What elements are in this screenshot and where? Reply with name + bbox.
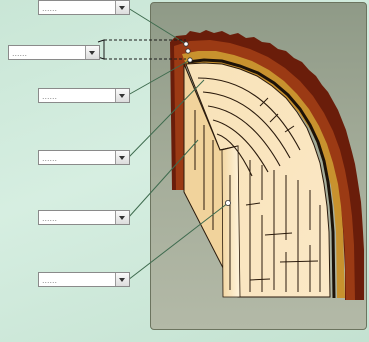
chevron-down-icon[interactable]	[115, 1, 129, 14]
dropdown-value: ......	[12, 47, 27, 59]
label-dropdown-6[interactable]: ......	[38, 272, 130, 287]
label-dropdown-1[interactable]: ......	[38, 0, 130, 15]
chevron-down-icon[interactable]	[115, 211, 129, 224]
dropdown-value: ......	[42, 212, 57, 224]
pith-column	[222, 146, 240, 297]
chevron-down-icon[interactable]	[115, 89, 129, 102]
label-dropdown-5[interactable]: ......	[38, 210, 130, 225]
dropdown-value: ......	[42, 274, 57, 286]
label-dropdown-2[interactable]: ......	[8, 45, 100, 60]
chevron-down-icon[interactable]	[85, 46, 99, 59]
dropdown-value: ......	[42, 152, 57, 164]
chevron-down-icon[interactable]	[115, 273, 129, 286]
label-dropdown-4[interactable]: ......	[38, 150, 130, 165]
chevron-down-icon[interactable]	[115, 151, 129, 164]
dropdown-value: ......	[42, 90, 57, 102]
dropdown-value: ......	[42, 2, 57, 14]
label-dropdown-3[interactable]: ......	[38, 88, 130, 103]
